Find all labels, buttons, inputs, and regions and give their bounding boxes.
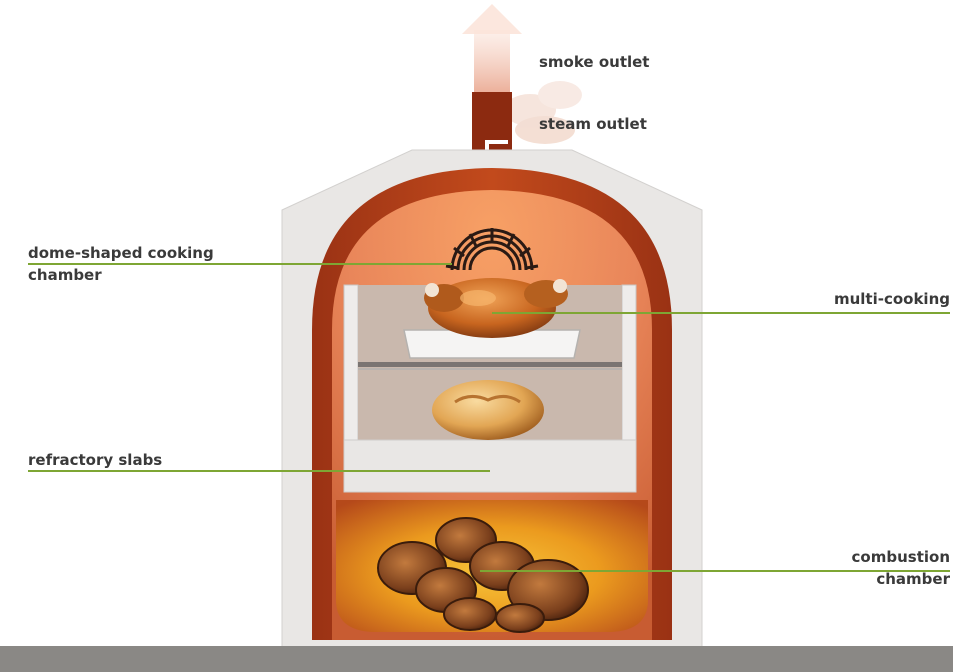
label-combustion-line1: combustion — [852, 546, 950, 568]
label-multi-cooking: multi-cooking — [834, 288, 950, 310]
label-dome-chamber-line1: dome-shaped cooking — [28, 242, 214, 264]
leader-combustion-chamber — [480, 570, 950, 572]
label-steam-outlet: steam outlet — [539, 113, 647, 135]
leader-dome-chamber — [28, 263, 452, 265]
ground-base — [0, 646, 953, 672]
leader-refractory-slabs — [28, 470, 490, 472]
leader-multi-cooking — [492, 312, 950, 314]
grill-rack — [358, 362, 622, 370]
bread-loaf-icon — [432, 380, 544, 440]
refractory-slab — [344, 440, 636, 492]
label-combustion-chamber: combustion chamber — [852, 546, 950, 590]
label-dome-chamber-line2: chamber — [28, 264, 214, 286]
smoke-arrow-icon — [462, 4, 522, 100]
label-smoke-outlet: smoke outlet — [539, 51, 649, 73]
label-refractory-slabs: refractory slabs — [28, 449, 162, 471]
